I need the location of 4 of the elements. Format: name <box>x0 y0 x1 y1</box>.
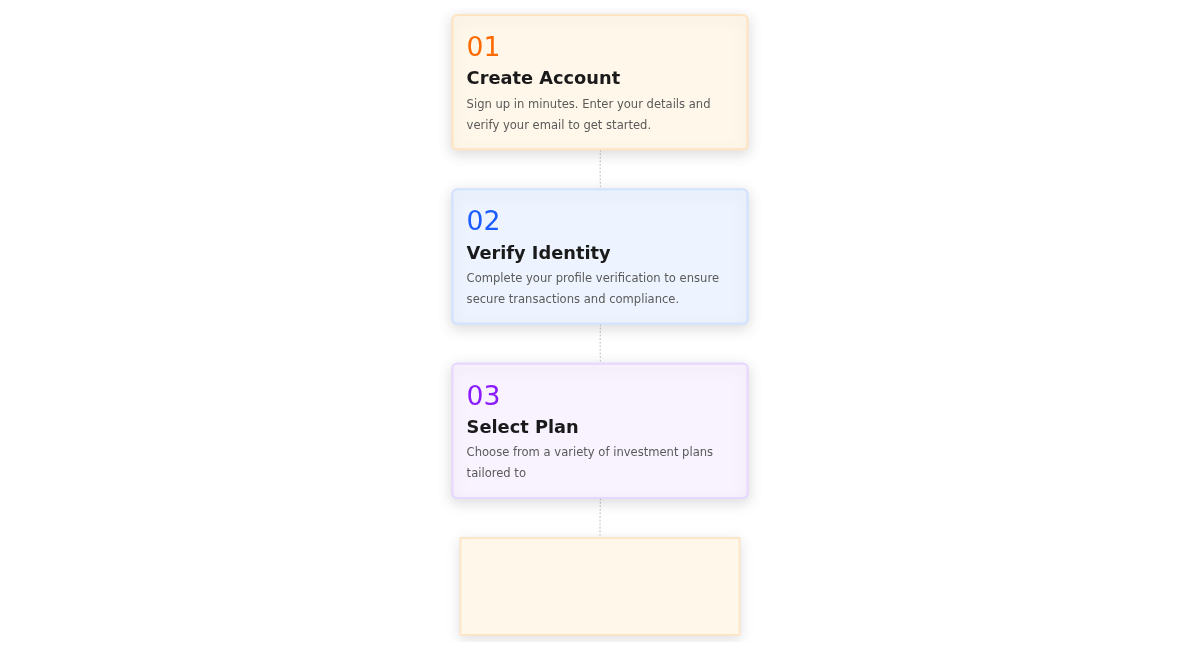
connector <box>599 497 601 539</box>
connector <box>599 149 601 191</box>
node-box <box>459 537 741 636</box>
connector <box>599 323 601 365</box>
